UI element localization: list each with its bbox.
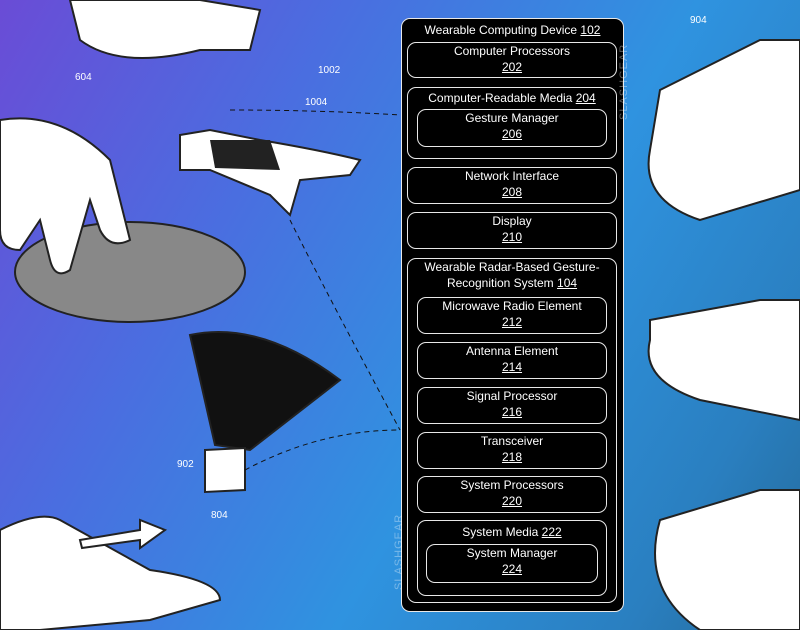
ref: 224 (501, 562, 523, 576)
label-902: 902 (177, 459, 194, 470)
ref: 216 (501, 405, 523, 419)
network-interface: Network Interface 208 (407, 167, 617, 204)
title: System Media (462, 525, 539, 539)
label-604: 604 (75, 72, 92, 83)
dashed-connector (289, 219, 401, 431)
ref: 102 (580, 23, 601, 37)
title: Network Interface (464, 169, 560, 183)
display: Display 210 (407, 212, 617, 249)
label-804: 804 (211, 510, 228, 521)
system-processors: System Processors 220 (417, 476, 607, 513)
title-line1: Wearable Radar-Based Gesture- (424, 260, 600, 274)
ref: 220 (501, 494, 523, 508)
watermark: SLASHGEAR (618, 43, 630, 120)
title: System Manager (466, 546, 558, 560)
title-line2: Recognition System (446, 276, 554, 290)
label-1002: 1002 (318, 65, 341, 76)
wrist-band (210, 140, 280, 170)
label-904: 904 (690, 15, 707, 26)
ref: 204 (575, 91, 596, 105)
gesture-manager: Gesture Manager 206 (417, 109, 607, 147)
label-1004: 1004 (305, 97, 328, 108)
ref: 212 (501, 315, 523, 329)
title: Computer-Readable Media (428, 91, 573, 105)
hand-left-top (0, 117, 132, 275)
hand-top (68, 0, 262, 59)
ref: 210 (501, 230, 523, 244)
computer-processors: Computer Processors 202 (407, 42, 617, 78)
title: Gesture Manager (465, 111, 559, 125)
wrist (204, 446, 246, 494)
microwave-radio-element: Microwave Radio Element 212 (417, 297, 607, 334)
hand-right-mid (647, 299, 800, 422)
radar-field (188, 331, 342, 452)
ref: 222 (541, 525, 562, 539)
hand-bottom (0, 515, 222, 630)
ref: 104 (557, 276, 578, 290)
hand-right-top (647, 39, 800, 222)
title: Microwave Radio Element (442, 299, 582, 313)
ref: 214 (501, 360, 523, 374)
transceiver: Transceiver 218 (417, 432, 607, 469)
title: Wearable Computing Device (424, 23, 578, 37)
dashed-connector (229, 109, 401, 116)
signal-processor: Signal Processor 216 (417, 387, 607, 424)
title: System Processors (460, 478, 564, 492)
title: Display (492, 214, 532, 228)
hand-right-bottom (654, 489, 800, 630)
system-manager: System Manager 224 (426, 544, 598, 583)
dashed-connector (244, 429, 401, 471)
watermark: SLASHGEAR (393, 513, 405, 590)
title: Antenna Element (465, 344, 559, 358)
title: Transceiver (480, 434, 544, 448)
title: Computer Processors (453, 44, 571, 58)
arrow (78, 518, 168, 550)
ref: 208 (501, 185, 523, 199)
ref: 218 (501, 450, 523, 464)
title: Signal Processor (466, 389, 558, 403)
antenna-element: Antenna Element 214 (417, 342, 607, 379)
ref: 202 (501, 60, 523, 74)
ref: 206 (501, 127, 523, 141)
